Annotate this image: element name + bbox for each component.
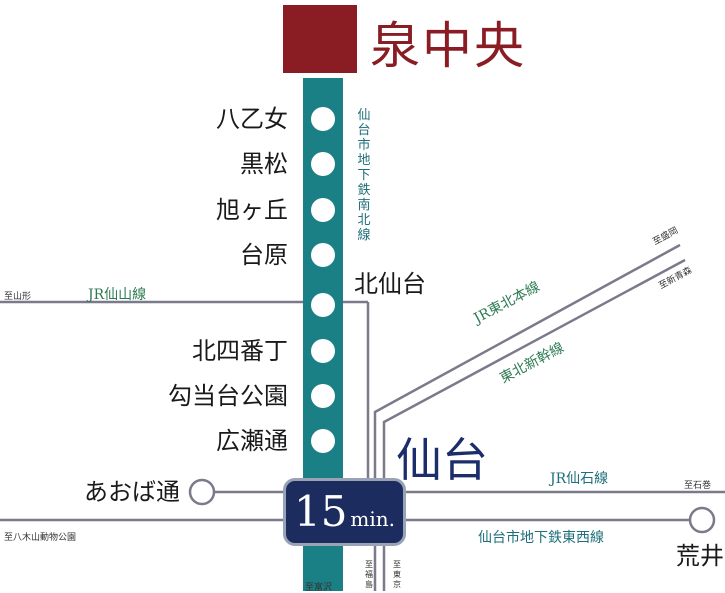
station-dot-kuromatsu xyxy=(311,152,335,176)
tohoku-line-track xyxy=(373,243,681,478)
senseki-direction: 至石巻 xyxy=(684,481,712,491)
station-label-arai: 荒井 xyxy=(676,542,724,570)
namboku-south-direction: 至富沢 xyxy=(305,583,333,593)
station-dot-kitayobancho xyxy=(311,339,335,363)
station-label-kuromatsu: 黒松 xyxy=(240,150,288,178)
station-dot-kotodai xyxy=(311,384,335,408)
station-label-kitayobancho: 北四番丁 xyxy=(192,337,288,365)
shinkansen-track xyxy=(382,258,686,478)
tozai-line-label: 仙台市地下鉄東西線 xyxy=(478,530,604,546)
station-label-kotodai: 勾当台公園 xyxy=(168,382,288,410)
tokyo-direction: 至東京 xyxy=(393,560,401,589)
station-dot-asahigaoka xyxy=(311,198,335,222)
station-label-aobadori: あおば通 xyxy=(84,478,180,506)
destination-title: 泉中央 xyxy=(370,17,526,75)
station-label-asahigaoka: 旭ヶ丘 xyxy=(216,196,288,224)
travel-time-value: 15 xyxy=(293,487,348,536)
station-label-kitasendai: 北仙台 xyxy=(354,270,426,298)
station-dot-aobadori xyxy=(188,478,216,506)
destination-block xyxy=(283,5,357,73)
fukushima-direction: 至福島 xyxy=(365,560,373,589)
station-label-yaotome: 八乙女 xyxy=(216,105,288,133)
senseki-line-label: JR仙石線 xyxy=(550,471,609,487)
namboku-line-label: 仙台市地下鉄南北線 xyxy=(357,108,371,243)
station-dot-yaotome xyxy=(311,107,335,131)
station-label-hirosedori: 広瀬通 xyxy=(216,427,288,455)
senzan-line-label: JR仙山線 xyxy=(88,287,147,303)
travel-time-unit: min. xyxy=(350,507,396,531)
station-dot-arai xyxy=(688,506,716,534)
station-label-dainohara: 台原 xyxy=(240,241,288,269)
station-dot-dainohara xyxy=(311,243,335,267)
station-dot-kitasendai xyxy=(311,293,335,317)
senzan-direction: 至山形 xyxy=(4,292,32,302)
travel-time-badge: 15 min. xyxy=(283,478,406,546)
station-dot-hirosedori xyxy=(311,429,335,453)
hub-station-label: 仙台 xyxy=(396,433,488,487)
tozai-west-direction: 至八木山動物公園 xyxy=(4,533,77,543)
